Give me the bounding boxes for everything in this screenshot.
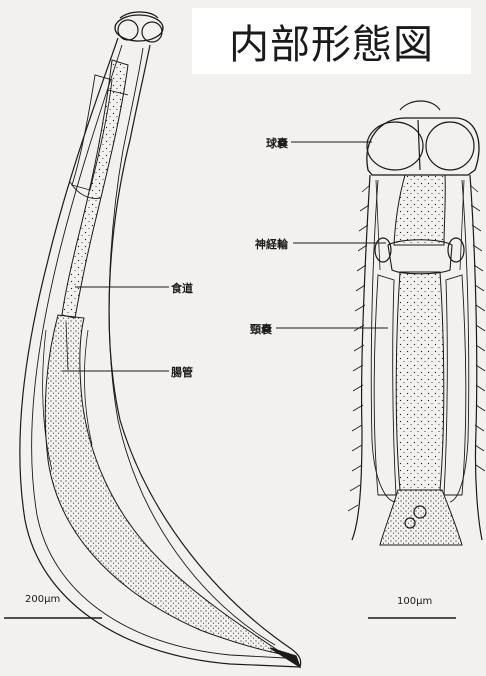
label-intestine: 腸管	[171, 364, 193, 380]
cervical-sac-left	[374, 275, 396, 495]
label-nerve-ring: 神経輪	[255, 236, 288, 252]
worm-head-bulb	[115, 15, 163, 41]
head-detail-drawing	[348, 101, 485, 545]
anterior-esophagus	[394, 175, 445, 245]
page-title: 内部形態図	[229, 12, 434, 70]
cervical-sac-right	[444, 275, 466, 495]
label-cervical-sac: 頸嚢	[250, 321, 272, 337]
title-box: 内部形態図	[192, 8, 471, 74]
right-scale-label: 100μm	[397, 596, 432, 607]
posterior-esophagus	[396, 272, 444, 490]
left-scale-label: 200μm	[25, 594, 60, 605]
esophagus-region	[62, 60, 128, 318]
right-callout-lines	[276, 142, 388, 328]
label-cephalic-bulb: 球嚢	[266, 135, 288, 151]
whole-worm-drawing	[20, 12, 301, 667]
label-esophagus: 食道	[171, 280, 193, 296]
intestine-region	[45, 315, 285, 655]
